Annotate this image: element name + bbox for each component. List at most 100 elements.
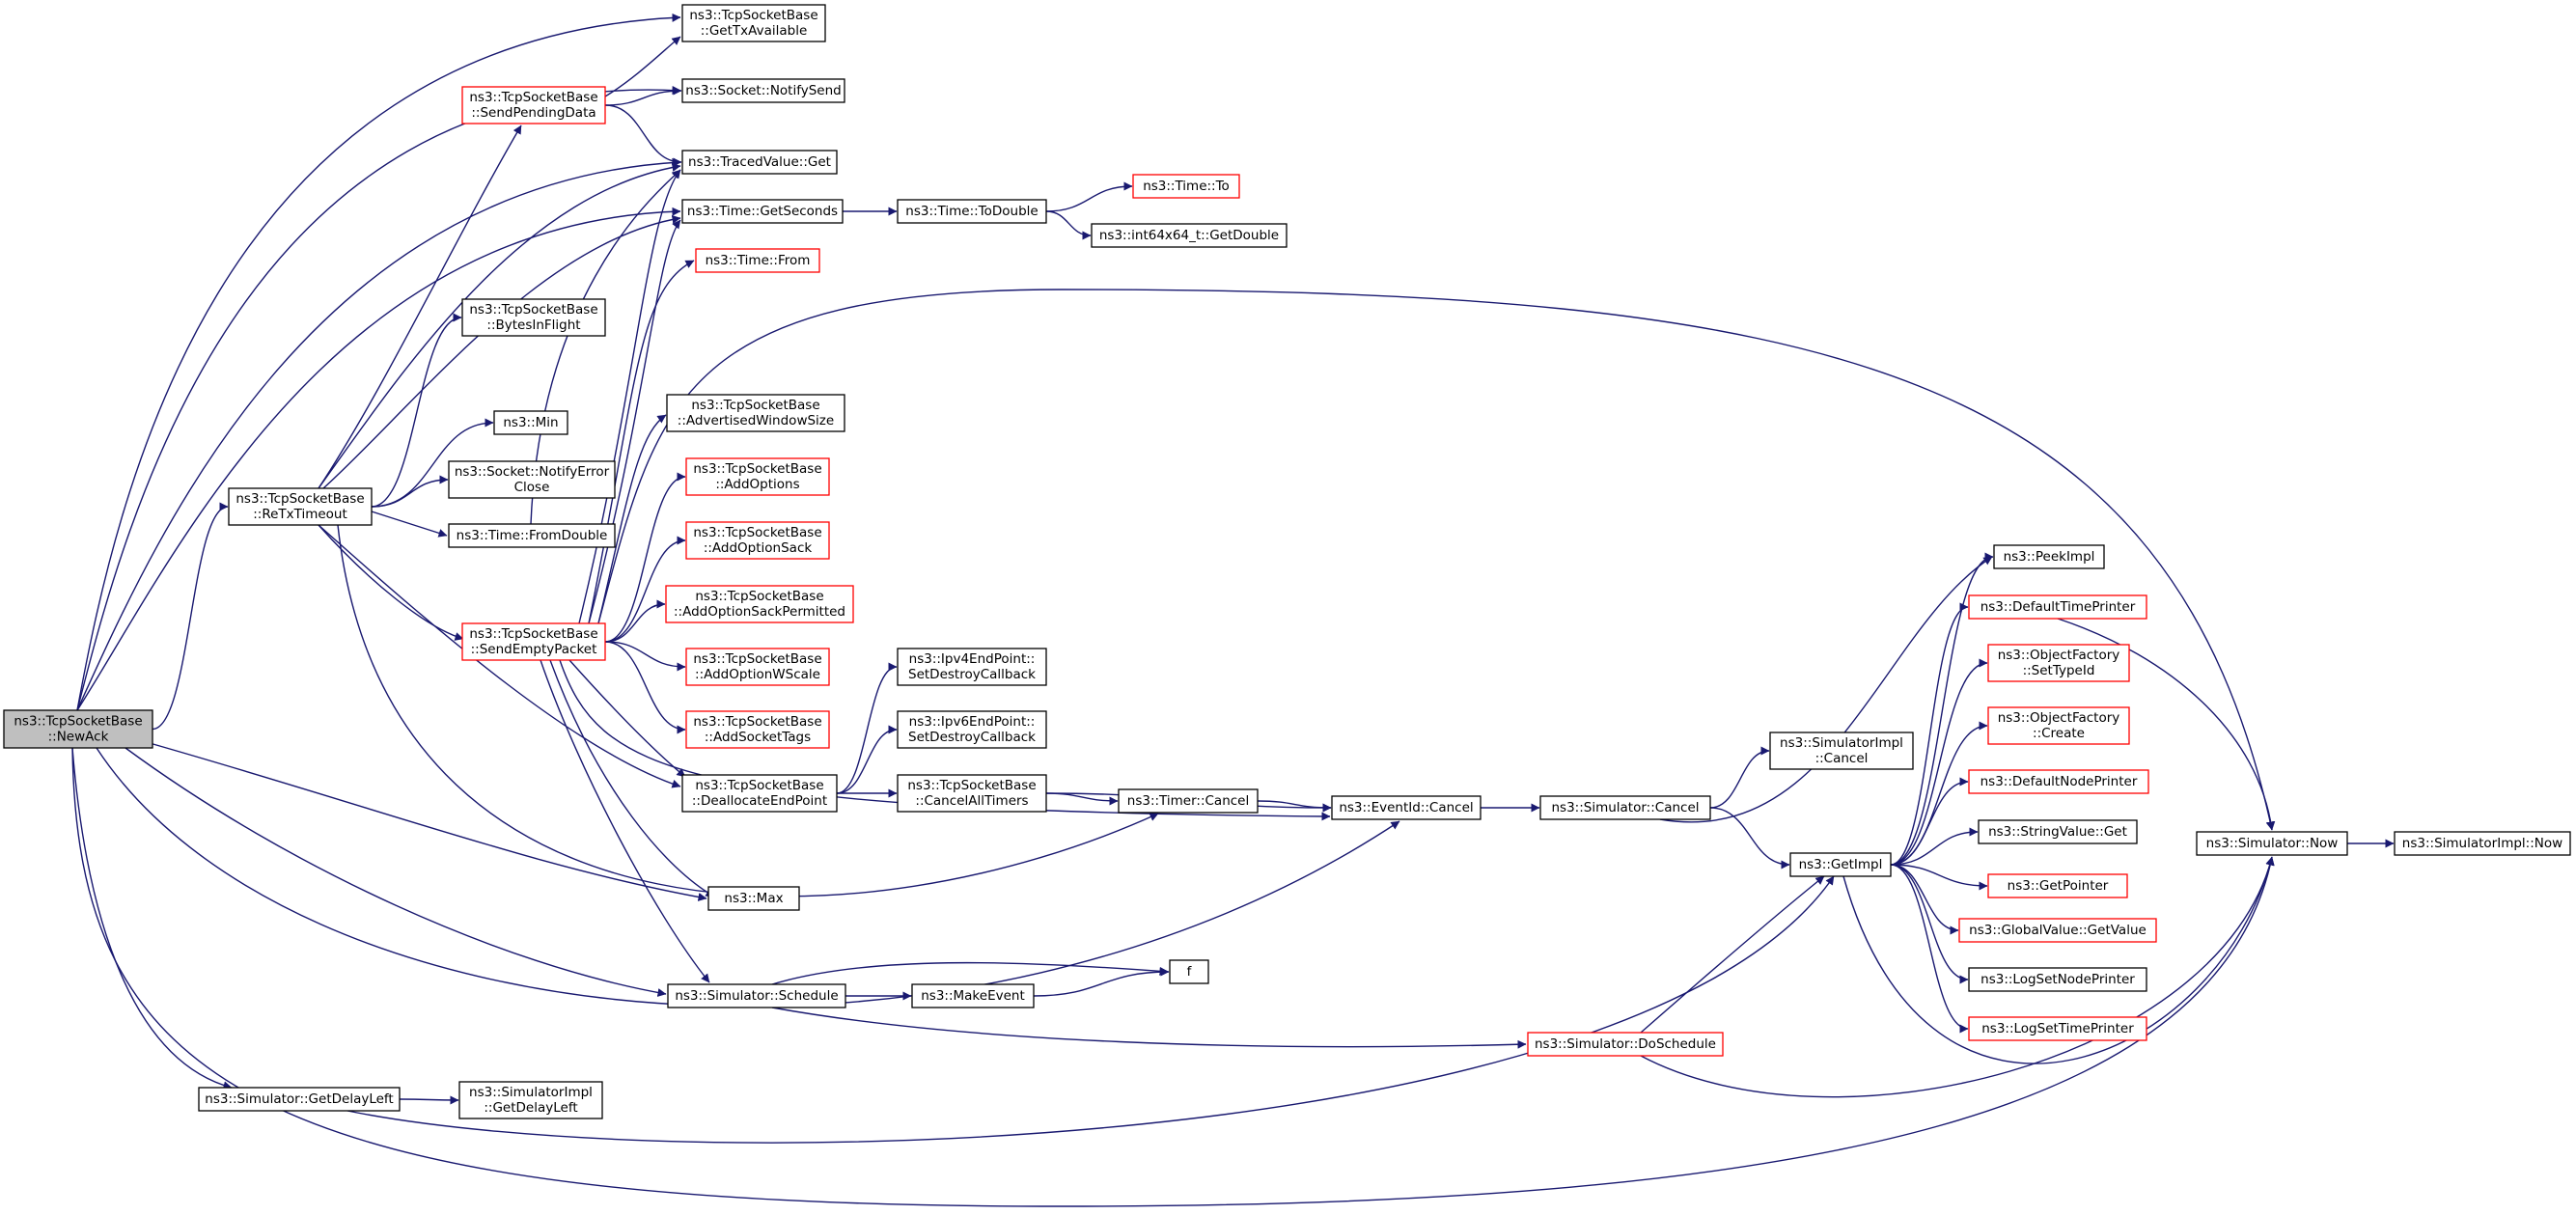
node-globalget[interactable]: ns3::GlobalValue::GetValue — [1958, 918, 2157, 943]
node-timeto[interactable]: ns3::Time::To — [1132, 174, 1240, 199]
node-dealloc[interactable]: ns3::TcpSocketBase::DeallocateEndPoint — [681, 774, 838, 813]
node-logtime[interactable]: ns3::LogSetTimePrinter — [1968, 1016, 2147, 1041]
node-box-todouble[interactable] — [897, 199, 1047, 224]
node-box-advwin[interactable] — [666, 394, 845, 432]
node-simimpldelay[interactable]: ns3::SimulatorImpl::GetDelayLeft — [458, 1081, 603, 1119]
node-box-addtags[interactable] — [685, 710, 830, 749]
node-sendpending[interactable]: ns3::TcpSocketBase::SendPendingData — [461, 86, 606, 124]
node-box-schedule[interactable] — [667, 983, 846, 1008]
node-box-addsack[interactable] — [685, 521, 830, 560]
node-box-fromdouble[interactable] — [448, 523, 616, 548]
node-ipv6[interactable]: ns3::Ipv6EndPoint::SetDestroyCallback — [897, 710, 1047, 749]
node-box-max[interactable] — [707, 886, 800, 911]
node-addwscale[interactable]: ns3::TcpSocketBase::AddOptionWScale — [685, 648, 830, 686]
node-ipv4[interactable]: ns3::Ipv4EndPoint::SetDestroyCallback — [897, 648, 1047, 686]
node-stringget[interactable]: ns3::StringValue::Get — [1978, 819, 2138, 844]
node-box-eventcancel[interactable] — [1331, 795, 1482, 820]
node-settypeid[interactable]: ns3::ObjectFactory::SetTypeId — [1987, 644, 2130, 682]
node-bytesinflight[interactable]: ns3::TcpSocketBase::BytesInFlight — [461, 298, 606, 337]
node-box-cancelall[interactable] — [897, 774, 1047, 813]
node-min[interactable]: ns3::Min — [493, 410, 568, 435]
node-todouble[interactable]: ns3::Time::ToDouble — [897, 199, 1047, 224]
node-box-notifysend[interactable] — [681, 78, 845, 103]
node-box-bytesinflight[interactable] — [461, 298, 606, 337]
node-simnow[interactable]: ns3::Simulator::Now — [2196, 831, 2348, 856]
node-box-getseconds[interactable] — [681, 199, 844, 224]
node-box-simimpldelay[interactable] — [458, 1081, 603, 1119]
node-box-getimpl[interactable] — [1789, 852, 1892, 877]
node-box-ipv6[interactable] — [897, 710, 1047, 749]
node-box-defnodeprinter[interactable] — [1968, 769, 2149, 794]
node-addsackperm[interactable]: ns3::TcpSocketBase::AddOptionSackPermitt… — [665, 585, 854, 623]
node-box-makeevent[interactable] — [911, 983, 1035, 1008]
node-timercancel[interactable]: ns3::Timer::Cancel — [1118, 788, 1259, 814]
node-box-addsackperm[interactable] — [665, 585, 854, 623]
node-int64[interactable]: ns3::int64x64_t::GetDouble — [1091, 223, 1288, 248]
node-create[interactable]: ns3::ObjectFactory::Create — [1987, 706, 2130, 745]
node-box-dealloc[interactable] — [681, 774, 838, 813]
node-fromdouble[interactable]: ns3::Time::FromDouble — [448, 523, 616, 548]
node-simimplnow[interactable]: ns3::SimulatorImpl::Now — [2394, 831, 2571, 856]
node-box-notifyerr[interactable] — [448, 460, 616, 499]
node-box-deftimeprinter[interactable] — [1968, 594, 2147, 620]
node-box-retx[interactable] — [228, 487, 373, 526]
node-sendempty[interactable]: ns3::TcpSocketBase::SendEmptyPacket — [461, 622, 606, 661]
node-box-timercancel[interactable] — [1118, 788, 1259, 814]
node-box-sendpending[interactable] — [461, 86, 606, 124]
node-tracedget[interactable]: ns3::TracedValue::Get — [681, 150, 838, 175]
node-box-simimplnow[interactable] — [2394, 831, 2571, 856]
node-defnodeprinter[interactable]: ns3::DefaultNodePrinter — [1968, 769, 2149, 794]
node-simimplcancel[interactable]: ns3::SimulatorImpl::Cancel — [1769, 732, 1914, 770]
node-getimpl[interactable]: ns3::GetImpl — [1789, 852, 1892, 877]
node-box-create[interactable] — [1987, 706, 2130, 745]
node-simcancel[interactable]: ns3::Simulator::Cancel — [1539, 795, 1711, 820]
node-box-simcancel[interactable] — [1539, 795, 1711, 820]
node-deftimeprinter[interactable]: ns3::DefaultTimePrinter — [1968, 594, 2147, 620]
node-box-stringget[interactable] — [1978, 819, 2138, 844]
node-retx[interactable]: ns3::TcpSocketBase::ReTxTimeout — [228, 487, 373, 526]
node-getseconds[interactable]: ns3::Time::GetSeconds — [681, 199, 844, 224]
node-advwin[interactable]: ns3::TcpSocketBase::AdvertisedWindowSize — [666, 394, 845, 432]
node-box-addwscale[interactable] — [685, 648, 830, 686]
node-timefrom[interactable]: ns3::Time::From — [695, 248, 820, 273]
node-newack[interactable]: ns3::TcpSocketBase::NewAck — [3, 709, 153, 749]
node-box-min[interactable] — [493, 410, 568, 435]
node-box-globalget[interactable] — [1958, 918, 2157, 943]
node-box-f[interactable] — [1169, 959, 1209, 984]
node-box-settypeid[interactable] — [1987, 644, 2130, 682]
node-lognode[interactable]: ns3::LogSetNodePrinter — [1968, 967, 2147, 992]
node-box-getpointer[interactable] — [1987, 873, 2128, 898]
node-box-ipv4[interactable] — [897, 648, 1047, 686]
node-box-sendempty[interactable] — [461, 622, 606, 661]
node-addsack[interactable]: ns3::TcpSocketBase::AddOptionSack — [685, 521, 830, 560]
node-box-gettx[interactable] — [681, 4, 826, 42]
node-box-newack[interactable] — [3, 709, 153, 749]
node-box-lognode[interactable] — [1968, 967, 2147, 992]
node-box-timefrom[interactable] — [695, 248, 820, 273]
node-doschedule[interactable]: ns3::Simulator::DoSchedule — [1527, 1032, 1724, 1057]
node-addtags[interactable]: ns3::TcpSocketBase::AddSocketTags — [685, 710, 830, 749]
node-box-logtime[interactable] — [1968, 1016, 2147, 1041]
node-schedule[interactable]: ns3::Simulator::Schedule — [667, 983, 846, 1008]
node-box-tracedget[interactable] — [681, 150, 838, 175]
node-box-getdelay[interactable] — [198, 1087, 401, 1112]
node-box-int64[interactable] — [1091, 223, 1288, 248]
node-box-peekimpl[interactable] — [1993, 544, 2105, 569]
node-gettx[interactable]: ns3::TcpSocketBase::GetTxAvailable — [681, 4, 826, 42]
node-max[interactable]: ns3::Max — [707, 886, 800, 911]
node-box-simnow[interactable] — [2196, 831, 2348, 856]
node-getpointer[interactable]: ns3::GetPointer — [1987, 873, 2128, 898]
node-addoptions[interactable]: ns3::TcpSocketBase::AddOptions — [685, 457, 830, 496]
node-getdelay[interactable]: ns3::Simulator::GetDelayLeft — [198, 1087, 401, 1112]
node-notifysend[interactable]: ns3::Socket::NotifySend — [681, 78, 845, 103]
node-box-timeto[interactable] — [1132, 174, 1240, 199]
node-peekimpl[interactable]: ns3::PeekImpl — [1993, 544, 2105, 569]
node-cancelall[interactable]: ns3::TcpSocketBase::CancelAllTimers — [897, 774, 1047, 813]
node-box-simimplcancel[interactable] — [1769, 732, 1914, 770]
node-f[interactable]: f — [1169, 959, 1209, 984]
node-box-doschedule[interactable] — [1527, 1032, 1724, 1057]
node-box-addoptions[interactable] — [685, 457, 830, 496]
node-makeevent[interactable]: ns3::MakeEvent — [911, 983, 1035, 1008]
node-eventcancel[interactable]: ns3::EventId::Cancel — [1331, 795, 1482, 820]
